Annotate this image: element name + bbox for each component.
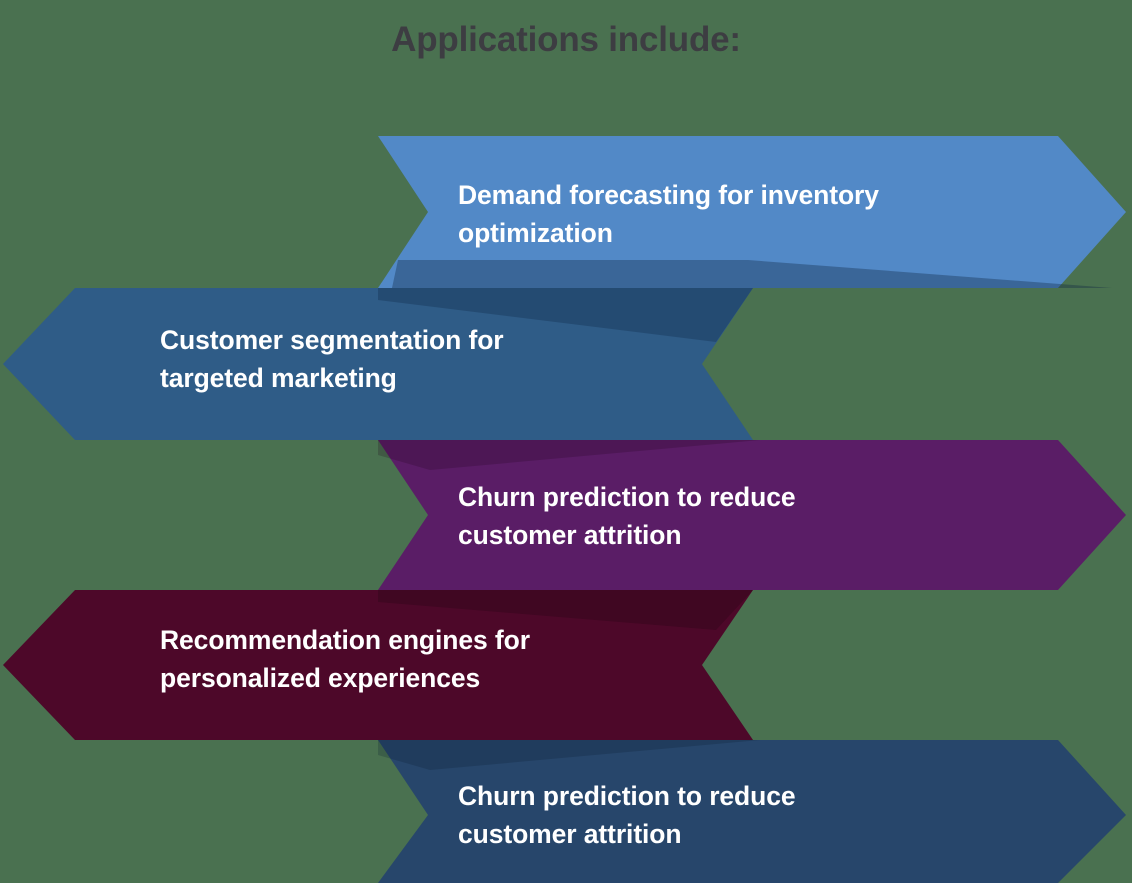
page-title: Applications include: (391, 20, 741, 59)
band-churn-prediction-label: Churn prediction to reduce customer attr… (458, 482, 796, 551)
band-churn-prediction-2-label: Churn prediction to reduce customer attr… (458, 781, 796, 850)
band-recommendation-engines-shape[interactable] (3, 590, 753, 740)
band-demand-forecasting-shape[interactable] (378, 136, 1126, 288)
band-churn-prediction-2-shape[interactable] (378, 740, 1126, 883)
band-customer-segmentation-shape[interactable] (3, 288, 753, 440)
band-churn-prediction-fold-shadow (378, 440, 760, 470)
band-demand-forecasting-label: Demand forecasting for inventory optimiz… (458, 180, 879, 249)
band-customer-segmentation-fold-shadow (378, 288, 753, 342)
band-recommendation-engines-label: Recommendation engines for personalized … (160, 625, 530, 694)
band-recommendation-engines-fold-shadow (378, 590, 753, 630)
band-demand-forecasting-fold-shadow (392, 260, 1112, 288)
band-churn-prediction-shape[interactable] (378, 440, 1126, 590)
band-churn-prediction-2-fold-shadow (378, 740, 760, 770)
band-customer-segmentation-label: Customer segmentation for targeted marke… (160, 325, 504, 394)
